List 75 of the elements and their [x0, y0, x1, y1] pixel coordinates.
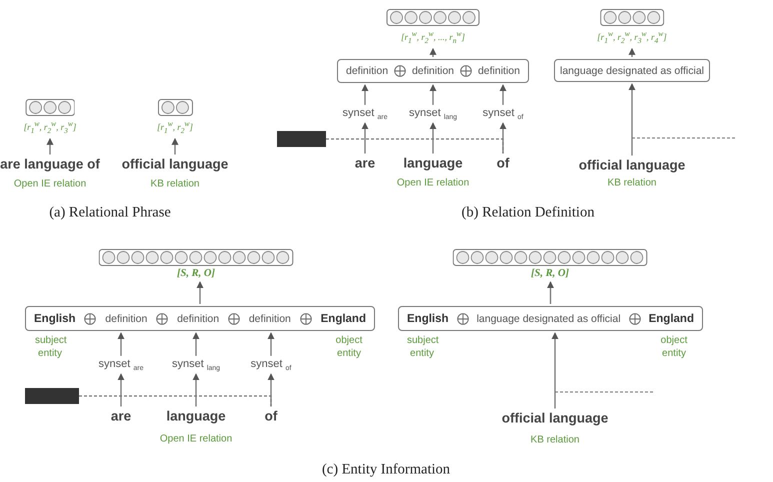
- arrow: [547, 281, 554, 304]
- vector-label: [S, R, O]: [177, 268, 215, 280]
- caption: (a) Relational Phrase: [49, 204, 171, 222]
- phrase-text: are: [110, 408, 132, 424]
- arrow: [118, 373, 124, 406]
- phrase-text: official language: [578, 158, 686, 172]
- relation-label: Open IE relation: [396, 176, 470, 190]
- entity-label: subject entity: [35, 334, 65, 360]
- definition-text: language designated as official: [476, 312, 621, 324]
- relation-label: Open IE relation: [160, 432, 232, 446]
- definition-text: definition: [412, 65, 454, 77]
- synset-text: synset $_{are}$: [98, 358, 144, 372]
- synset-text: synset $_{are}$: [342, 106, 388, 122]
- arrow: [430, 122, 436, 154]
- representation-box: [554, 59, 710, 82]
- phrase-text: of: [496, 156, 510, 170]
- phrase-text: language: [403, 156, 463, 170]
- synset-text: synset $_{of}$: [250, 358, 292, 372]
- vector-label: [r$_{1}$$^{w}$, r$_{2}$$^{w}$, r$_{3}$$^{w}$]: [24, 118, 76, 137]
- arrow: [362, 84, 368, 105]
- definition-text: definition: [478, 65, 520, 77]
- definition-text: definition: [248, 312, 291, 324]
- dashed-line: [326, 138, 504, 154]
- arrow: [196, 281, 204, 304]
- arrow: [628, 83, 636, 156]
- definition-text: language designated as official: [560, 64, 704, 76]
- relation-label: Open IE relation: [14, 178, 86, 190]
- arrow: [430, 84, 436, 105]
- phrase-text: are: [354, 156, 376, 170]
- arrow: [500, 122, 506, 154]
- entity-text: England: [648, 312, 694, 324]
- vector-label: [S, R, O]: [531, 268, 569, 280]
- synset-text: synset $_{lang}$: [172, 358, 220, 372]
- arrow: [552, 332, 558, 408]
- arrow: [192, 373, 200, 406]
- source-box: [277, 131, 326, 147]
- definition-text: definition: [105, 312, 148, 324]
- arrow: [268, 332, 274, 356]
- phrase-text: are language of: [0, 156, 100, 172]
- dashed-line: [79, 395, 272, 406]
- definition-text: definition: [346, 65, 388, 77]
- arrow: [118, 332, 124, 356]
- relation-label: KB relation: [608, 176, 656, 190]
- synset-text: synset $_{lang}$: [408, 106, 458, 122]
- entity-text: English: [407, 312, 449, 324]
- synset-text: synset $_{of}$: [482, 106, 524, 122]
- arrow: [172, 138, 178, 154]
- representation-box: [398, 306, 703, 331]
- phrase-text: of: [264, 408, 278, 424]
- entity-text: English: [34, 312, 76, 324]
- arrow: [268, 373, 274, 406]
- arrow: [46, 138, 54, 154]
- vector-label: [r$_{1}$$^{w}$, r$_{2}$$^{w}$, ..., r$_{n}$$^{w}$]: [400, 28, 466, 47]
- representation-box: [337, 59, 529, 83]
- phrase-text: official language: [502, 410, 608, 426]
- relation-label: KB relation: [150, 178, 200, 190]
- arrow: [500, 84, 506, 105]
- caption: (b) Relation Definition: [462, 204, 594, 222]
- vector-label: [r$_{1}$$^{w}$, r$_{2}$$^{w}$]: [156, 118, 194, 137]
- vector-label: [r$_{1}$$^{w}$, r$_{2}$$^{w}$, r$_{3}$$^{w}$, r$_{4}$$^{w}$]: [597, 28, 667, 47]
- source-box: [25, 388, 79, 404]
- relation-label: KB relation: [530, 434, 580, 446]
- arrow: [628, 48, 636, 57]
- arrow: [192, 332, 200, 356]
- arrow: [362, 122, 368, 154]
- entity-text: England: [320, 312, 366, 324]
- entity-label: object entity: [660, 334, 688, 360]
- representation-box: [25, 306, 375, 331]
- definition-text: definition: [177, 312, 220, 324]
- phrase-text: official language: [122, 156, 228, 172]
- arrow: [430, 48, 436, 57]
- caption: (c) Entity Information: [322, 462, 450, 478]
- entity-label: object entity: [334, 334, 364, 360]
- phrase-text: language: [166, 408, 226, 424]
- entity-label: subject entity: [407, 334, 437, 360]
